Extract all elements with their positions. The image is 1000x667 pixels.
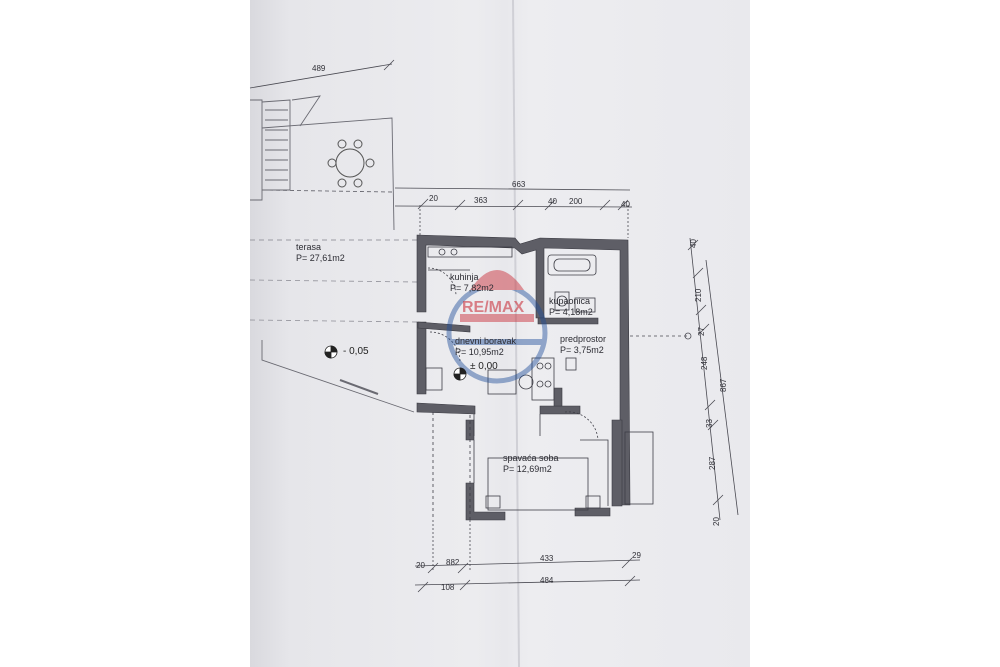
building-walls [416,234,631,521]
room-label-terrace: terasa [296,242,322,252]
dim-right-seg-7: 20 [712,517,721,526]
right-dimension-lines [630,237,739,521]
dim-right-total: 867 [719,378,728,392]
room-area-bedroom: P= 12,69m2 [503,464,552,474]
room-label-bedroom: spavaća soba [503,453,559,463]
bottom-dimension-lines [414,520,641,593]
paper-fold [512,0,520,667]
dim-bottom-1: 20 [416,561,425,570]
room-area-terrace: P= 27,61m2 [296,253,345,263]
dim-right-seg-6: 287 [708,456,717,470]
room-label-bathroom: kupaonica [549,296,591,306]
room-area-living: P= 10,95m2 [455,347,504,357]
dim-top-seg-1: 20 [429,194,438,203]
dim-top-total: 663 [512,180,526,189]
dim-right-seg-5: 33 [705,419,714,428]
dim-right-seg-1: 40 [689,239,698,248]
room-label-living: dnevni boravak [455,336,517,346]
room-area-kitchen: P= 7,82m2 [450,283,494,293]
level-markers [324,345,467,381]
room-area-bathroom: P= 4,18m2 [549,307,593,317]
paper-sheet [250,0,750,667]
dim-top-terrace: 489 [312,64,326,73]
dim-bottom-4: 29 [632,551,641,560]
dim-top-seg-3: 40 [548,197,557,206]
watermark-text: RE/MAX [462,299,525,316]
dim-right-seg-4: 248 [700,356,709,370]
level-label-interior: ± 0,00 [470,361,498,372]
top-dimension-lines [249,59,633,238]
dim-right-seg-3: 27 [697,327,706,336]
room-label-hallway: predprostor [560,334,607,344]
interior-fittings [425,246,654,520]
dim-right-seg-2: 210 [694,288,703,302]
dim-bottom-3: 433 [540,554,554,563]
level-label-terrace: - 0,05 [343,346,369,357]
dim-top-seg-5: 40 [621,200,630,209]
terrace-area [249,95,419,413]
dim-top-seg-2: 363 [474,196,488,205]
dim-bottom-5: 108 [441,583,455,592]
dim-bottom-6: 484 [540,576,554,585]
terrace-table [327,139,375,188]
dim-bottom-2: 882 [446,558,460,567]
room-label-kitchen: kuhinja [450,272,479,282]
remax-logo-watermark [446,270,548,384]
dim-top-seg-4: 200 [569,197,583,206]
room-area-hallway: P= 3,75m2 [560,345,604,355]
